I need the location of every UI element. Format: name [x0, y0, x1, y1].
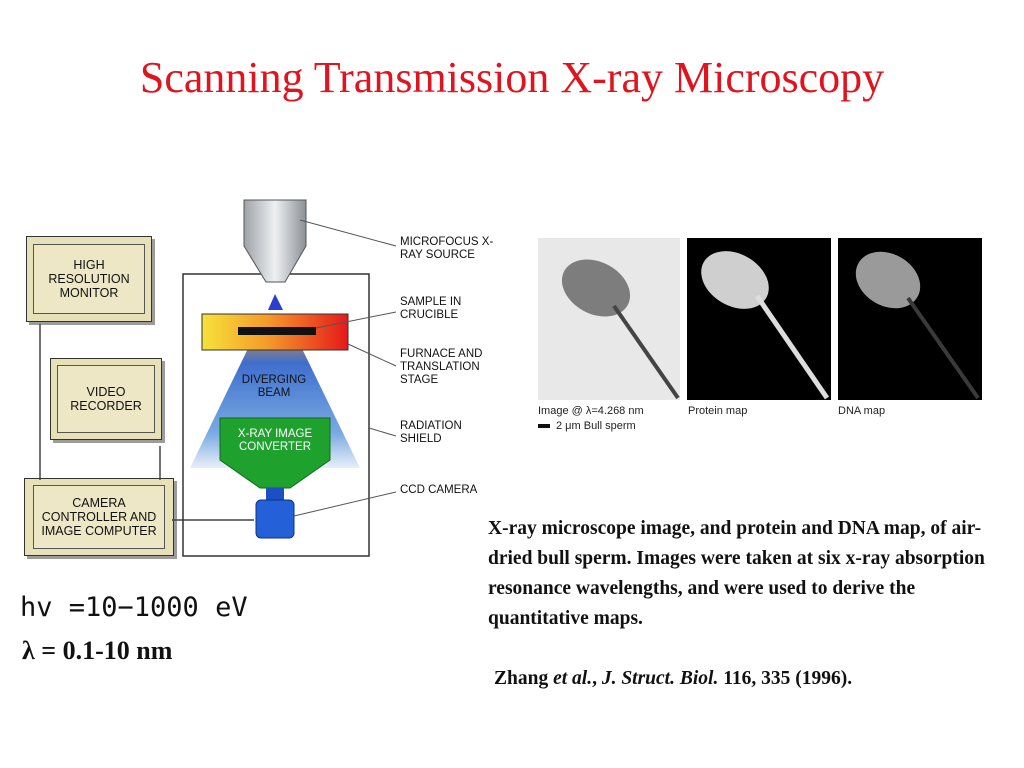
citation-etal: et al. — [553, 668, 593, 689]
monitor-box: HIGH RESOLUTION MONITOR — [26, 236, 152, 322]
recorder-label: VIDEO RECORDER — [56, 365, 156, 433]
scale-bar-caption: 2 μm Bull sperm — [538, 420, 636, 432]
xray-image-photo — [538, 238, 680, 400]
leader-line — [347, 343, 397, 367]
leader-line — [368, 427, 397, 437]
leader-line — [293, 491, 397, 517]
caption-image: Image @ λ=4.268 nm — [538, 405, 644, 417]
wavelength-range: λ = 0.1-10 nm — [22, 636, 173, 665]
label-ccd: CCD CAMERA — [400, 484, 478, 496]
label-source: MICROFOCUS X-RAY SOURCE — [400, 236, 494, 261]
computer-box: CAMERA CONTROLLER AND IMAGE COMPUTER — [24, 478, 174, 556]
caption-protein: Protein map — [688, 405, 748, 417]
recorder-box: VIDEO RECORDER — [50, 358, 162, 440]
leader-line — [299, 219, 397, 247]
label-furnace: FURNACE AND TRANSLATION STAGE — [400, 348, 483, 386]
energy-range: hv =10−1000 eV — [20, 592, 248, 623]
image-converter — [219, 417, 331, 489]
scale-bar — [538, 424, 550, 429]
citation-sep: , — [592, 668, 602, 689]
citation-ref: 116, 335 (1996). — [718, 668, 853, 689]
citation: Zhang et al., J. Struct. Biol. 116, 335 … — [494, 668, 852, 690]
beam-focus — [268, 294, 283, 310]
label-sample: SAMPLE IN CRUCIBLE — [400, 296, 462, 321]
citation-journal: J. Struct. Biol. — [601, 668, 719, 689]
converter-label: X-RAY IMAGE CONVERTER — [237, 428, 313, 453]
label-shield: RADIATION SHIELD — [400, 420, 462, 445]
page-title: Scanning Transmission X-ray Microscopy — [139, 53, 885, 102]
dna-map-photo — [838, 238, 982, 400]
sample-crucible — [238, 327, 316, 335]
beam-label: DIVERGING BEAM — [241, 374, 307, 399]
protein-map-photo — [687, 238, 831, 400]
computer-label: CAMERA CONTROLLER AND IMAGE COMPUTER — [32, 484, 166, 550]
description-text: X-ray microscope image, and protein and … — [488, 518, 985, 629]
xray-source — [243, 199, 307, 283]
scale-bar-text: 2 μm Bull sperm — [556, 420, 636, 432]
monitor-label: HIGH RESOLUTION MONITOR — [33, 243, 145, 315]
caption-dna: DNA map — [838, 405, 886, 417]
leader-line — [315, 311, 397, 329]
ccd-camera — [255, 499, 295, 539]
citation-author: Zhang — [494, 668, 554, 689]
ccd-neck — [266, 488, 284, 500]
microscope-diagram — [39, 199, 397, 557]
